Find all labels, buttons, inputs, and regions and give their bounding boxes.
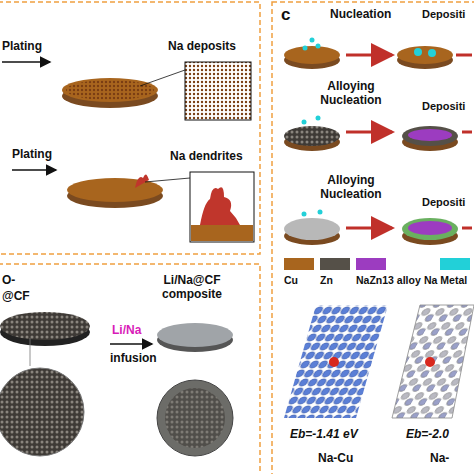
step-label: Nucleation [330,8,391,22]
step-label: Depositi [422,100,465,113]
step-label: Depositi [422,8,465,21]
legend-swatch [284,258,314,270]
legend-text: Cu [284,274,298,286]
energy-value: Eb=-2.0 [406,428,449,442]
legend-swatch [440,258,470,270]
material-label: O- [2,274,15,288]
callout-label: Na dendrites [170,150,243,164]
material-label: Li/Na@CF composite [150,274,234,302]
step-label: Depositi [422,196,465,209]
callout-label: Na deposits [168,40,236,54]
structure-label: Na-Cu [318,452,353,466]
structure-label: Na- [430,452,449,466]
material-label: @CF [2,290,30,304]
step-label: Alloying Nucleation [316,174,386,202]
legend-swatch [356,258,386,270]
process-label: infusion [110,352,157,366]
step-label: Plating [2,40,42,54]
legend-text: NaZn13 alloy [356,274,421,286]
process-label: Li/Na [112,324,141,338]
energy-value: Eb=-1.41 eV [290,428,358,442]
legend-text: Na Metal [424,274,467,286]
step-label: Plating [12,148,52,162]
legend-text: Zn [320,274,333,286]
panel-letter: c [281,5,290,25]
legend-swatch [320,258,350,270]
step-label: Alloying Nucleation [316,80,386,108]
